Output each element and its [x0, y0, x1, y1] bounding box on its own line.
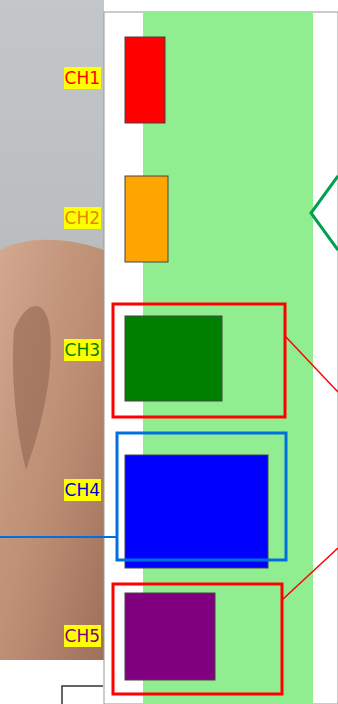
- ch2-bar: [125, 176, 168, 262]
- leader-line: [285, 336, 338, 392]
- callout-pointer: [311, 176, 338, 250]
- ch4-highlight: [117, 433, 286, 560]
- ch1-bar: [125, 37, 165, 123]
- channel-label: CH2: [64, 207, 101, 229]
- bracket: [62, 686, 103, 704]
- channel-label: CH3: [64, 339, 101, 361]
- ch4-bar: [125, 455, 268, 568]
- channel-label: CH1: [64, 67, 101, 89]
- skin-area: [0, 240, 104, 660]
- channel-label: CH4: [64, 479, 101, 501]
- ear-shadow: [13, 306, 51, 470]
- ch5-bar: [125, 593, 215, 680]
- photo-background: [0, 0, 104, 660]
- ch3-highlight: [113, 304, 285, 417]
- leader-line: [282, 548, 338, 600]
- leader-line: [0, 536, 116, 538]
- ch5-highlight: [113, 584, 282, 694]
- ch3-bar: [125, 316, 222, 401]
- channel-label: CH5: [64, 625, 101, 647]
- panel: [104, 12, 338, 704]
